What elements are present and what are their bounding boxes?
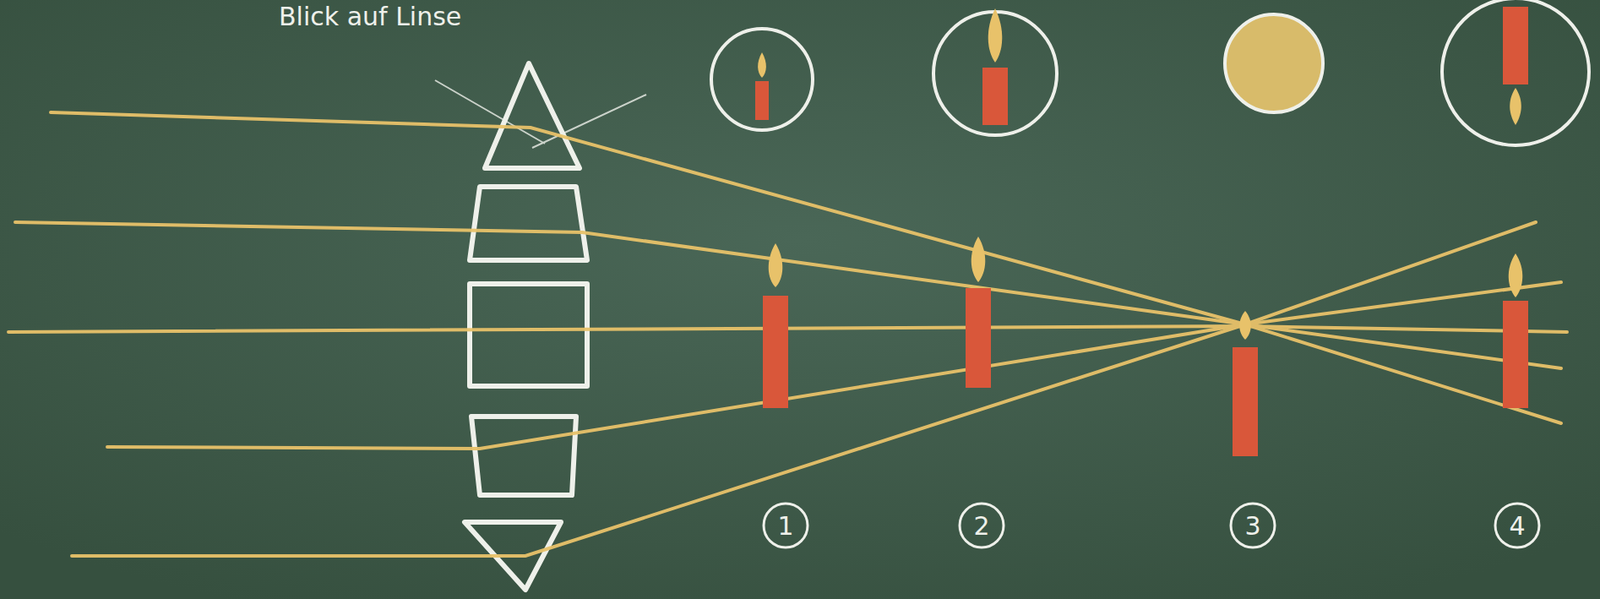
callout-number: 3 — [1229, 501, 1277, 550]
callout-circle: 1 — [761, 501, 810, 550]
board-heading: Blick auf Linse — [278, 1, 462, 32]
callout-circle: 3 — [1229, 501, 1277, 550]
callout-number: 1 — [761, 501, 810, 550]
callout-number: 4 — [1493, 501, 1541, 550]
callout-number: 2 — [957, 501, 1006, 550]
callout-circle: 4 — [1493, 501, 1541, 550]
callout-circle: 2 — [957, 501, 1006, 550]
